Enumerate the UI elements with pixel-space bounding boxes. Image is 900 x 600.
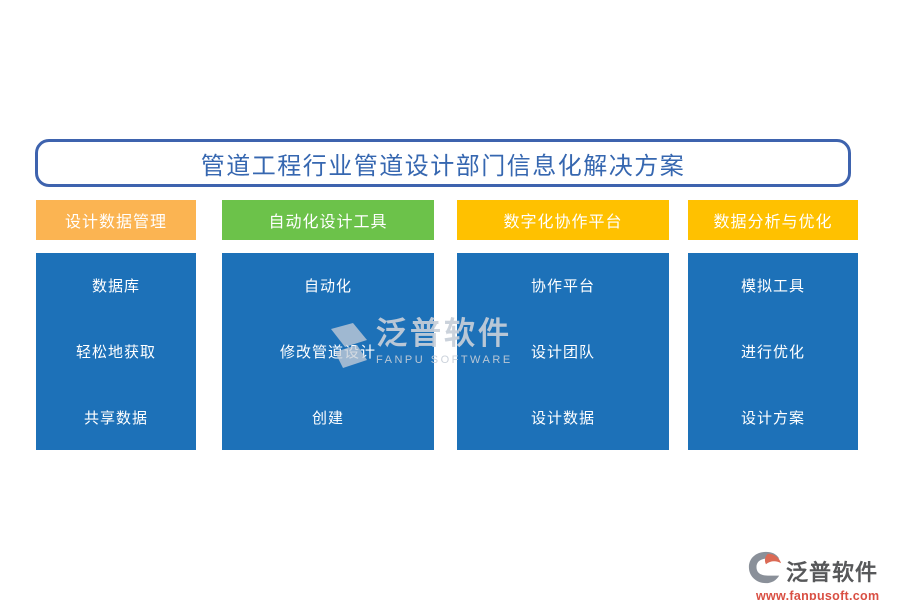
column-body-data-analysis-optimization: 模拟工具 进行优化 设计方案 xyxy=(688,253,858,450)
footer-brand-name: 泛普软件 xyxy=(786,559,879,585)
column-header-automated-design-tools: 自动化设计工具 xyxy=(222,200,434,240)
column-body-automated-design-tools: 自动化 修改管道设计 创建 xyxy=(222,253,434,450)
list-item: 协作平台 xyxy=(530,278,595,296)
column-body-design-data-management: 数据库 轻松地获取 共享数据 xyxy=(36,253,196,450)
list-item: 数据库 xyxy=(91,278,140,296)
column-automated-design-tools: 自动化设计工具 自动化 修改管道设计 创建 xyxy=(222,200,434,450)
page-title: 管道工程行业管道设计部门信息化解决方案 xyxy=(200,153,686,180)
list-item: 设计团队 xyxy=(530,343,595,361)
column-body-digital-collaboration-platform: 协作平台 设计团队 设计数据 xyxy=(457,253,669,450)
column-header-design-data-management: 设计数据管理 xyxy=(36,200,196,240)
list-item: 设计方案 xyxy=(740,409,805,427)
footer-brand-logo: 泛普软件 www.fanpusoft.com xyxy=(746,550,892,600)
list-item: 自动化 xyxy=(303,278,352,296)
column-digital-collaboration-platform: 数字化协作平台 协作平台 设计团队 设计数据 xyxy=(457,200,669,450)
list-item: 设计数据 xyxy=(530,409,595,427)
list-item: 创建 xyxy=(311,409,344,427)
list-item: 模拟工具 xyxy=(740,278,805,296)
footer-website-url: www.fanpusoft.com xyxy=(756,589,880,600)
list-item: 共享数据 xyxy=(83,409,148,427)
list-item: 进行优化 xyxy=(740,343,805,361)
title-banner: 管道工程行业管道设计部门信息化解决方案 xyxy=(35,139,851,187)
column-header-data-analysis-optimization: 数据分析与优化 xyxy=(688,200,858,240)
column-design-data-management: 设计数据管理 数据库 轻松地获取 共享数据 xyxy=(36,200,196,450)
list-item: 修改管道设计 xyxy=(279,343,376,361)
column-data-analysis-optimization: 数据分析与优化 模拟工具 进行优化 设计方案 xyxy=(688,200,858,450)
list-item: 轻松地获取 xyxy=(75,343,156,361)
fanpu-round-logo-icon xyxy=(746,550,784,591)
column-header-digital-collaboration-platform: 数字化协作平台 xyxy=(457,200,669,240)
footer-brand-row: 泛普软件 xyxy=(746,550,892,591)
